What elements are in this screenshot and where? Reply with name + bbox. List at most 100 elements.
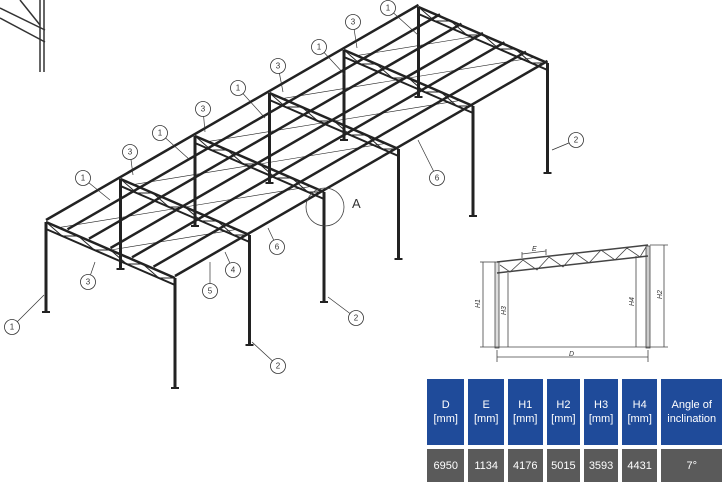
- callout-circle: [152, 125, 168, 141]
- callout-bubble: 6: [429, 170, 445, 186]
- callout-bubble: 5: [202, 283, 218, 299]
- truss-web: [77, 235, 95, 251]
- dim-e: E: [532, 246, 537, 253]
- truss-web: [110, 249, 127, 265]
- purlin: [66, 13, 441, 231]
- header-name: H3: [594, 399, 609, 411]
- callout-bubble: 1: [311, 39, 327, 55]
- header-unit: [mm]: [588, 413, 614, 425]
- truss-bottom-chord: [194, 142, 325, 200]
- callout-number: 6: [435, 174, 440, 183]
- value-h1: 4176: [507, 449, 543, 482]
- truss-bottom-chord: [45, 228, 176, 286]
- callout-circle: [270, 358, 286, 374]
- bracing: [133, 163, 260, 185]
- purlin: [152, 50, 527, 268]
- bracing: [259, 143, 386, 165]
- dimensions-table: D[mm] E[mm] H1[mm] H2[mm] H3[mm] H4[mm] …: [423, 375, 726, 486]
- header-name: D: [441, 399, 450, 411]
- callout-number: 1: [386, 4, 391, 13]
- callout-bubble: 1: [4, 319, 20, 335]
- isometric-frame: [42, 3, 552, 389]
- callout-bubble: 2: [568, 132, 584, 148]
- purlin: [45, 3, 420, 222]
- bracing: [356, 34, 484, 56]
- dim-h3: H3: [501, 306, 508, 315]
- callout-bubble: 1: [230, 80, 246, 96]
- callout-bubble: 3: [270, 58, 286, 74]
- purlin: [174, 59, 549, 278]
- callout-circle: [80, 274, 96, 290]
- callout-number: 1: [317, 43, 322, 52]
- header-unit: [mm]: [473, 413, 499, 425]
- header-unit: [mm]: [433, 413, 458, 425]
- callout-number: 1: [81, 174, 86, 183]
- bracing: [58, 206, 186, 228]
- header-h3: H3 [mm]: [584, 379, 618, 445]
- callout-number: 1: [158, 129, 163, 138]
- header-unit: [mm]: [551, 413, 576, 425]
- callout-circle: [75, 170, 91, 186]
- callout-number: 5: [208, 287, 213, 296]
- table-header-row: D[mm] E[mm] H1[mm] H2[mm] H3[mm] H4[mm] …: [427, 379, 722, 445]
- callout-bubble: 4: [225, 262, 241, 278]
- header-h1: H1 [mm]: [507, 379, 543, 445]
- callout-number: 3: [128, 148, 133, 157]
- dim-h2: H2: [657, 290, 664, 299]
- callout-circle: [202, 283, 218, 299]
- header-name: Angle of: [671, 399, 712, 411]
- truss-web: [291, 177, 309, 193]
- header-name: H1: [518, 399, 533, 411]
- callout-bubble: 2: [348, 310, 364, 326]
- truss-web: [450, 20, 468, 36]
- truss-web: [514, 48, 532, 64]
- callout-circle: [429, 170, 445, 186]
- header-name: E: [482, 399, 490, 411]
- callout-bubble: 3: [80, 274, 96, 290]
- callout-circle: [311, 39, 327, 55]
- truss-bottom-chord: [343, 56, 474, 114]
- callout-number: 6: [275, 243, 280, 252]
- callout-bubble: 1: [152, 125, 168, 141]
- callout-circle: [269, 239, 285, 255]
- table-value-row: 6950 1134 4176 5015 3593 4431 7°: [427, 449, 722, 482]
- truss-web: [152, 192, 170, 208]
- callout-bubble: 1: [380, 0, 396, 16]
- truss-bottom-chord: [120, 185, 250, 243]
- truss-web: [375, 63, 393, 79]
- callout-circle: [345, 14, 361, 30]
- header-h4: H4 [mm]: [621, 379, 658, 445]
- header-unit: [mm]: [513, 413, 538, 425]
- header-unit: [mm]: [627, 413, 652, 425]
- callout-circle: [568, 132, 584, 148]
- value-h4: 4431: [621, 449, 658, 482]
- callout-number: 4: [231, 266, 236, 275]
- callout-number: 1: [10, 323, 15, 332]
- callout-bubble: 6: [269, 239, 285, 255]
- dim-h4: H4: [629, 297, 636, 306]
- detail-circle-a: [305, 187, 345, 227]
- callout-circle: [348, 310, 364, 326]
- value-h2: 5015: [546, 449, 581, 482]
- detail-label: A: [352, 196, 361, 211]
- callout-circle: [122, 144, 138, 160]
- truss-web: [45, 221, 63, 237]
- truss-web: [142, 263, 160, 279]
- bracing: [408, 57, 535, 79]
- purlin: [131, 41, 506, 259]
- callout-number: 2: [574, 136, 579, 145]
- header-name: H4: [632, 399, 647, 411]
- truss-web: [301, 106, 319, 122]
- value-e: 1134: [468, 449, 504, 482]
- callout-circle: [4, 319, 20, 335]
- truss-bottom-chord: [418, 13, 548, 71]
- header-h2: H2[mm]: [546, 379, 581, 445]
- callout-bubble: 1: [75, 170, 91, 186]
- value-d: 6950: [427, 449, 465, 482]
- bracing: [110, 229, 237, 251]
- elevation-inset: [480, 244, 668, 362]
- purlin: [88, 22, 463, 240]
- callout-circle: [195, 101, 211, 117]
- truss-bottom-chord: [269, 99, 399, 157]
